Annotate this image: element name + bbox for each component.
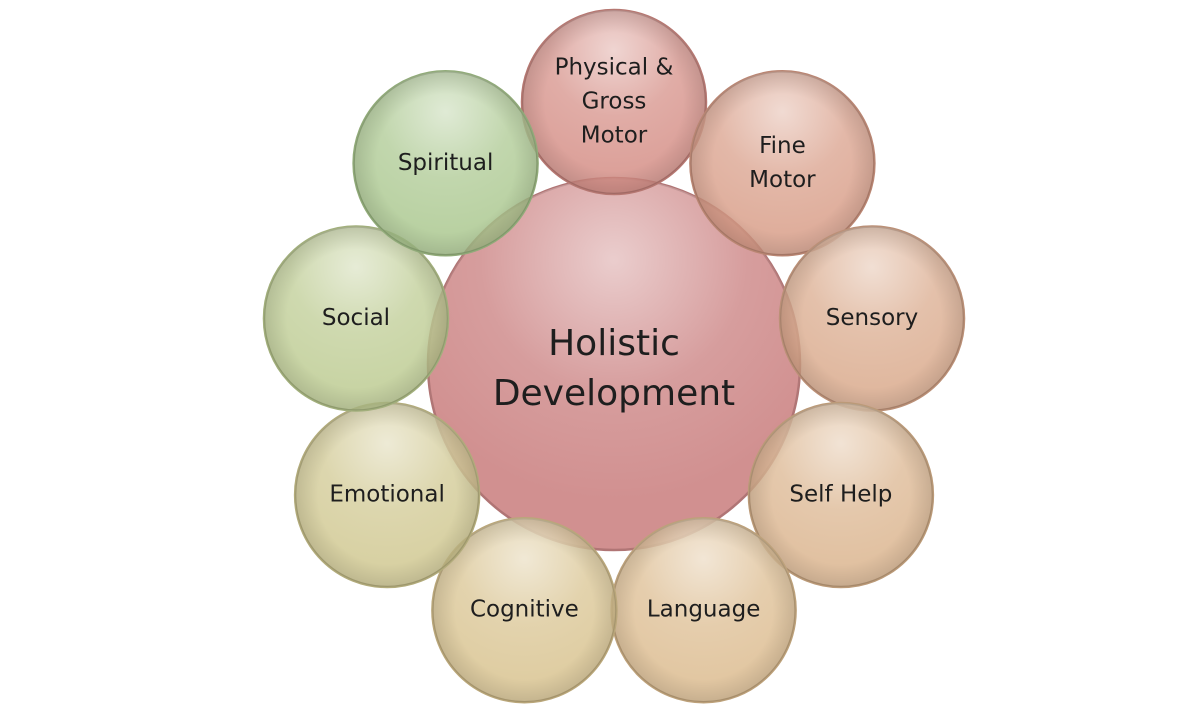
node-2-label-line-1: Sensory <box>826 305 918 331</box>
node-emotional: Emotional <box>293 401 481 589</box>
node-label: Social <box>322 305 390 331</box>
node-sensory: Sensory <box>778 225 966 412</box>
node-8-label-line-1: Spiritual <box>398 150 494 176</box>
node-1-label-line-2: Motor <box>749 167 816 193</box>
node-circle-rim <box>295 403 480 587</box>
node-circle-rim <box>353 71 538 256</box>
center-circle-highlight <box>428 178 800 550</box>
node-spiritual: Spiritual <box>352 70 539 257</box>
node-circle-rim <box>748 403 933 587</box>
center-label-line-1: Holistic <box>548 323 680 364</box>
node-cognitive: Cognitive <box>431 516 618 704</box>
node-language: Language <box>610 516 797 704</box>
node-circle-rim <box>611 518 796 703</box>
node-7-label-line-1: Social <box>322 305 390 331</box>
node-label: Sensory <box>826 305 918 331</box>
node-label: Language <box>647 597 761 623</box>
node-1-label-line-1: Fine <box>759 133 806 159</box>
node-circle-rim <box>780 226 965 411</box>
node-label: Cognitive <box>470 597 579 623</box>
node-label: Spiritual <box>398 150 494 176</box>
node-5-label-line-1: Cognitive <box>470 597 579 623</box>
node-circle-rim <box>432 518 617 703</box>
center-label-line-2: Development <box>493 373 735 414</box>
node-label: Emotional <box>329 482 445 508</box>
node-0-label-line-3: Motor <box>581 123 648 149</box>
node-circle-rim <box>690 71 875 256</box>
node-0-label-line-1: Physical & <box>555 55 674 81</box>
node-6-label-line-1: Emotional <box>329 482 445 508</box>
node-social: Social <box>262 225 450 412</box>
node-3-label-line-1: Self Help <box>789 482 892 508</box>
node-4-label-line-1: Language <box>647 597 761 623</box>
node-0-label-line-2: Gross <box>582 89 647 115</box>
node-circle-rim <box>263 226 448 411</box>
node-circle-rim <box>522 10 706 194</box>
node-self-help: Self Help <box>747 401 935 589</box>
node-label: Self Help <box>789 482 892 508</box>
